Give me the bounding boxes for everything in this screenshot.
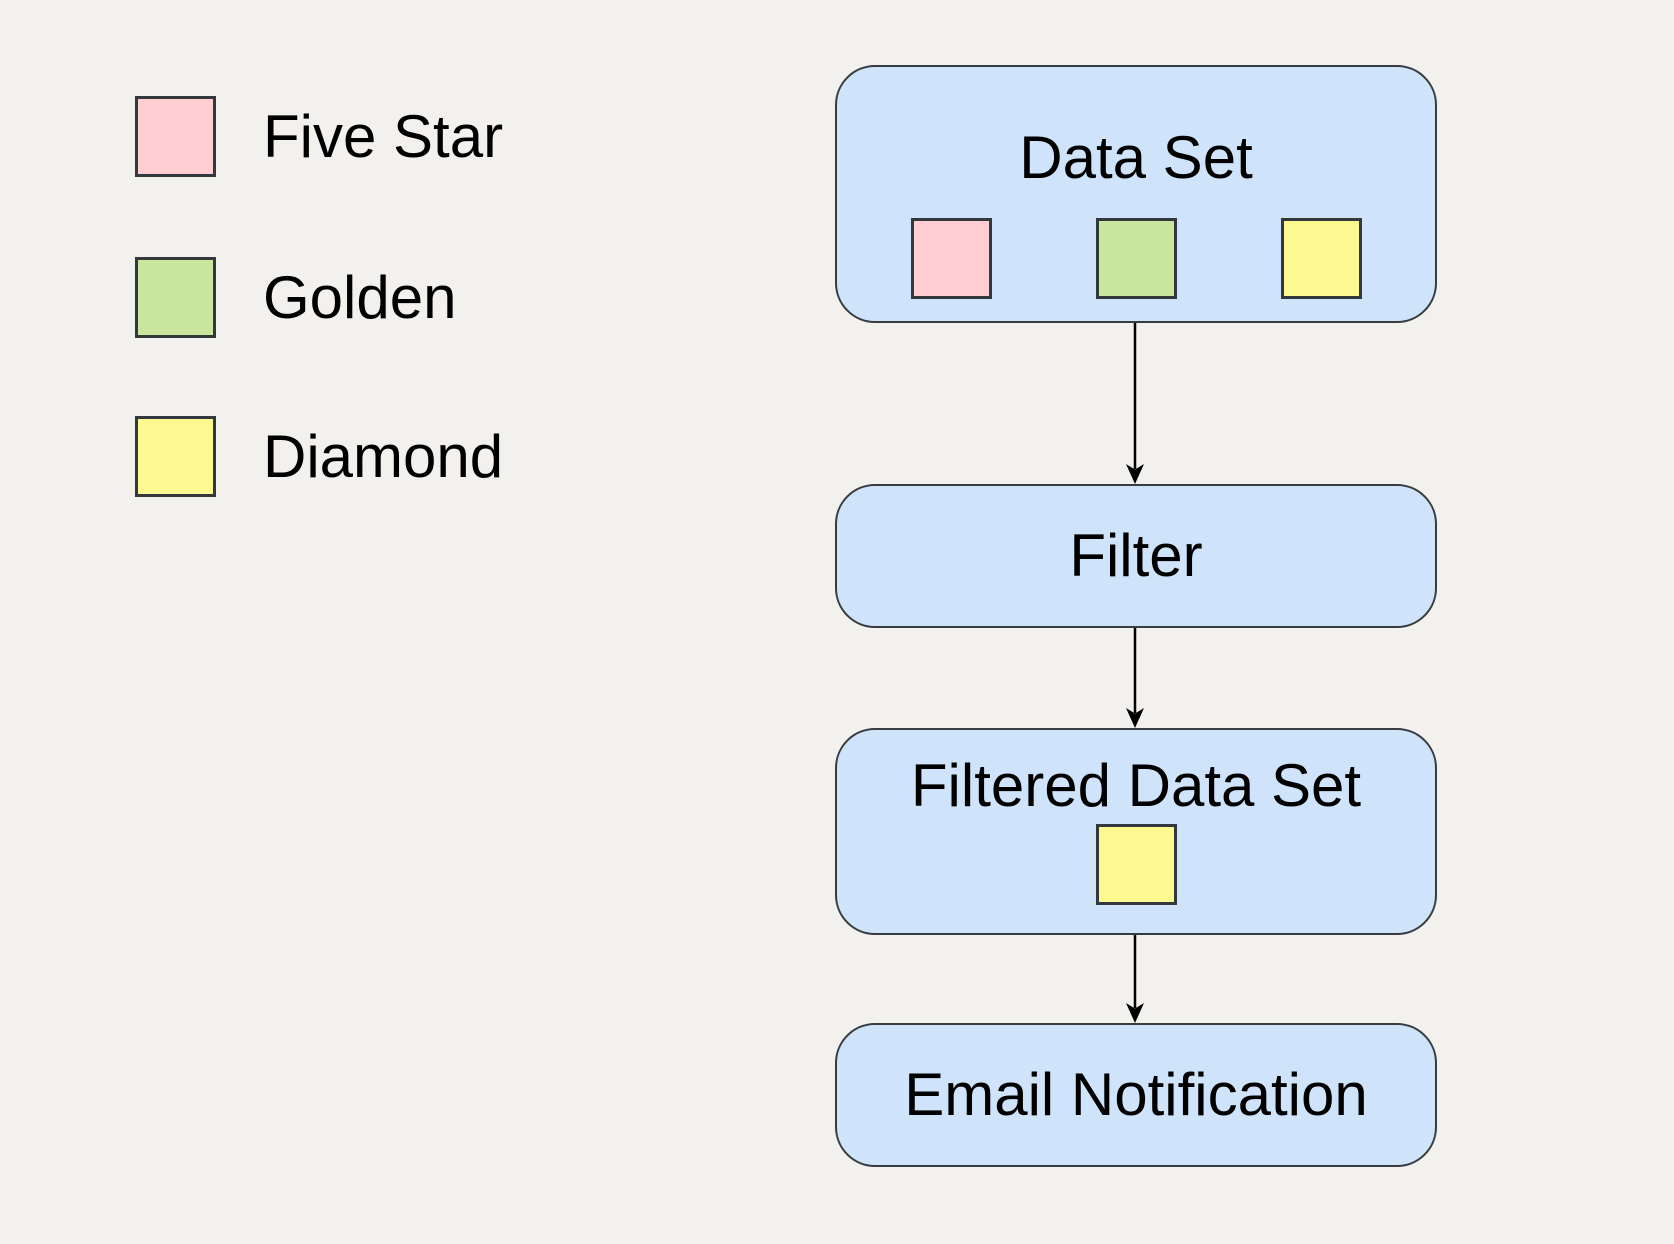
node-title-data-set: Data Set (1019, 124, 1253, 191)
node-filtered-data-set: Filtered Data Set (835, 728, 1437, 935)
node-email-notification: Email Notification (835, 1023, 1437, 1167)
arrow-filtered-data-set-to-email (1126, 935, 1144, 1023)
legend-label-diamond: Diamond (263, 423, 504, 490)
node-filter: Filter (835, 484, 1437, 628)
diamond-swatch-icon (1280, 218, 1362, 299)
node-title-filter: Filter (1069, 522, 1203, 589)
golden-swatch-icon (1095, 218, 1177, 299)
legend-item-five-star: Five Star (135, 96, 503, 177)
legend-item-golden: Golden (135, 257, 456, 338)
golden-swatch-icon (135, 257, 216, 338)
legend-label-five-star: Five Star (263, 103, 504, 170)
node-title-filtered-data-set: Filtered Data Set (910, 752, 1362, 819)
five-star-swatch-icon (910, 218, 992, 299)
diamond-swatch-icon (135, 416, 216, 497)
arrow-data-set-to-filter (1126, 323, 1144, 484)
legend-item-diamond: Diamond (135, 416, 503, 497)
arrow-filter-to-filtered-data-set (1126, 628, 1144, 728)
node-title-email-notification: Email Notification (904, 1061, 1368, 1128)
five-star-swatch-icon (135, 96, 216, 177)
filtered-data-set-contents (1095, 824, 1177, 905)
diamond-swatch-icon (1095, 824, 1177, 905)
data-set-contents (910, 218, 1362, 299)
node-data-set: Data Set (835, 65, 1437, 323)
legend-label-golden: Golden (263, 264, 457, 331)
